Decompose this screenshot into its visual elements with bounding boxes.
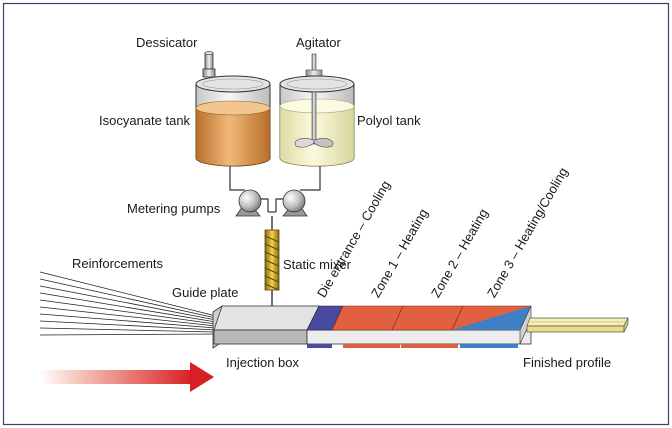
zone-3 xyxy=(451,305,532,348)
label-polyol-tank: Polyol tank xyxy=(357,113,421,128)
reinforcement-fibers xyxy=(39,271,217,336)
label-static-mixer: Static mixer xyxy=(283,257,351,272)
label-dessicator: Dessicator xyxy=(136,35,198,50)
finished-profile xyxy=(526,317,629,333)
flow-arrow-icon xyxy=(40,362,214,392)
isocyanate-tank xyxy=(195,75,271,167)
pump-left xyxy=(235,189,262,217)
label-isocyanate-tank: Isocyanate tank xyxy=(99,113,191,128)
label-agitator: Agitator xyxy=(296,35,341,50)
injection-box xyxy=(213,305,320,345)
label-metering-pumps: Metering pumps xyxy=(127,201,221,216)
label-injection-box: Injection box xyxy=(226,355,299,370)
die-body xyxy=(306,329,532,345)
label-reinforcements: Reinforcements xyxy=(72,256,164,271)
label-finished-profile: Finished profile xyxy=(523,355,612,370)
polyol-tank xyxy=(279,75,355,167)
static-mixer xyxy=(264,216,280,308)
pump-right xyxy=(282,189,308,217)
dessicator xyxy=(202,51,216,78)
metering-pumps xyxy=(229,166,321,213)
label-guide-plate: Guide plate xyxy=(172,285,239,300)
